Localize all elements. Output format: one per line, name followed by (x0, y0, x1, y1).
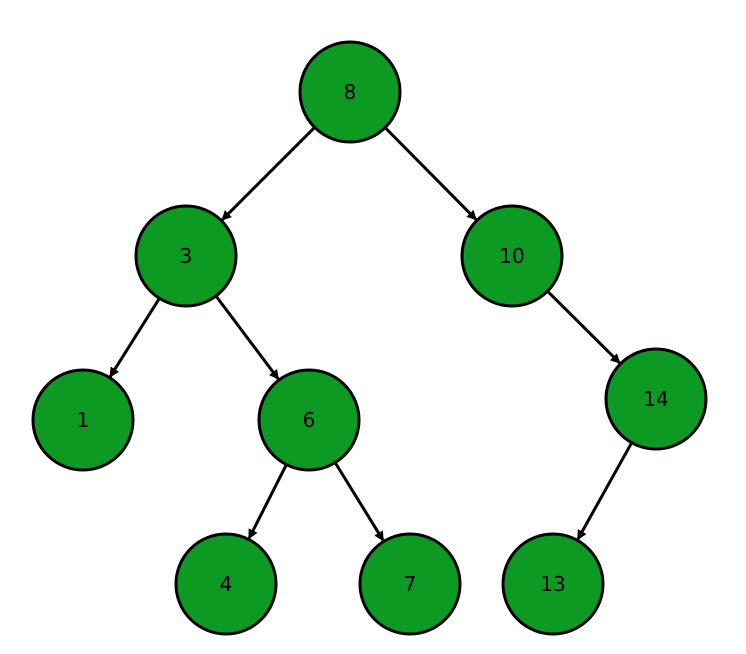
edge-n8-n10 (384, 126, 478, 221)
node-circle (358, 532, 462, 636)
tree-node-10: 10 (460, 204, 564, 308)
tree-node-1: 1 (31, 368, 135, 472)
nodes-layer: 8 3 10 1 6 14 4 7 13 (31, 40, 708, 636)
node-circle (501, 532, 605, 636)
edge-n6-n4 (247, 463, 288, 540)
edge-n10-n14 (546, 290, 621, 365)
tree-node-14: 14 (604, 347, 708, 451)
node-label: 7 (404, 572, 417, 596)
edges-layer (108, 126, 634, 542)
node-label: 6 (303, 408, 316, 432)
node-circle (257, 368, 361, 472)
edge-n14-n13 (576, 441, 634, 541)
node-circle (31, 368, 135, 472)
tree-node-4: 4 (174, 532, 278, 636)
node-label: 1 (77, 408, 90, 432)
tree-node-13: 13 (501, 532, 605, 636)
node-circle (604, 347, 708, 451)
edge-n3-n6 (214, 295, 280, 381)
node-circle (134, 204, 238, 308)
tree-node-3: 3 (134, 204, 238, 308)
node-label: 13 (540, 572, 565, 596)
node-circle (298, 40, 402, 144)
node-label: 10 (499, 244, 524, 268)
tree-node-6: 6 (257, 368, 361, 472)
node-label: 4 (220, 572, 233, 596)
tree-node-7: 7 (358, 532, 462, 636)
node-label: 8 (344, 80, 357, 104)
edge-n8-n3 (221, 126, 316, 221)
node-label: 14 (643, 387, 668, 411)
edge-n3-n1 (108, 297, 161, 378)
node-circle (174, 532, 278, 636)
node-circle (460, 204, 564, 308)
tree-node-8: 8 (298, 40, 402, 144)
edge-n6-n7 (333, 461, 385, 542)
node-label: 3 (180, 244, 193, 268)
